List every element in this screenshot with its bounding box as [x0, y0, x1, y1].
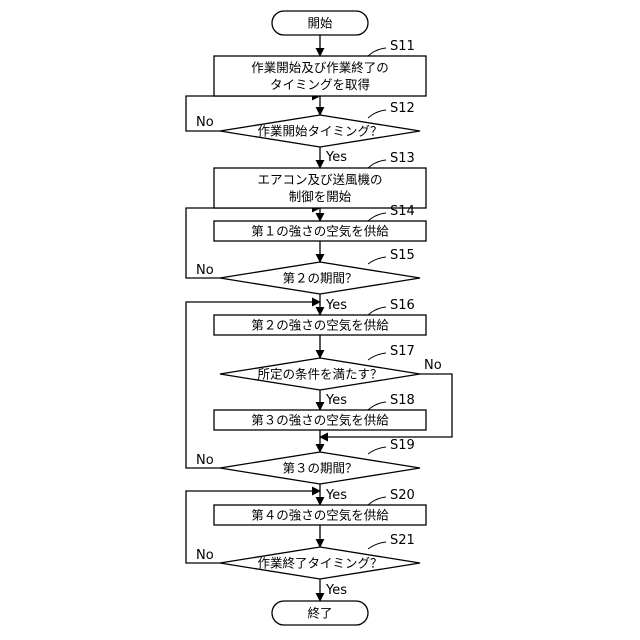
s16-text: 第２の強さの空気を供給 [251, 318, 389, 333]
s18-text: 第３の強さの空気を供給 [251, 413, 389, 428]
step-label-s14: S14 [390, 204, 415, 219]
s15-yes-label: Yes [325, 298, 347, 313]
step-label-s17: S17 [390, 344, 415, 359]
step-label-s13: S13 [390, 151, 415, 166]
end-label: 終了 [307, 606, 332, 621]
step-label-s16: S16 [390, 298, 415, 313]
s15-no-label: No [196, 263, 214, 278]
s17-yes-label: Yes [325, 393, 347, 408]
step-label-s12: S12 [390, 101, 415, 116]
process-s11: 作業開始及び作業終了の タイミングを取得 [214, 56, 426, 96]
decision-s19: 第３の期間？ [220, 452, 420, 484]
s12-no-label: No [196, 115, 214, 130]
step-label-s20: S20 [390, 488, 415, 503]
decision-s15: 第２の期間？ [220, 262, 420, 294]
process-s13: エアコン及び送風機の 制御を開始 [214, 168, 426, 208]
s17-text: 所定の条件を満たす？ [257, 367, 382, 382]
decision-s17: 所定の条件を満たす？ [220, 358, 420, 390]
step-label-s11: S11 [390, 39, 415, 54]
step-label-s19: S19 [390, 438, 415, 453]
process-s20: 第４の強さの空気を供給 [214, 505, 426, 525]
s15-text: 第２の期間？ [282, 271, 357, 286]
process-s18: 第３の強さの空気を供給 [214, 410, 426, 430]
step-label-s15: S15 [390, 248, 415, 263]
s20-text: 第４の強さの空気を供給 [251, 508, 389, 523]
s11-line-2: タイミングを取得 [270, 77, 370, 92]
s11-line-1: 作業開始及び作業終了の [251, 60, 389, 75]
s19-no-label: No [196, 453, 214, 468]
start-node: 開始 [272, 11, 368, 35]
s21-text: 作業終了タイミング？ [257, 556, 382, 571]
decision-s12: 作業開始タイミング？ [220, 115, 420, 147]
decision-s21: 作業終了タイミング？ [220, 547, 420, 579]
start-label: 開始 [307, 16, 333, 31]
s14-text: 第１の強さの空気を供給 [251, 224, 389, 239]
s19-yes-label: Yes [325, 488, 347, 503]
step-label-s21: S21 [390, 533, 415, 548]
end-node: 終了 [272, 601, 368, 625]
s12-text: 作業開始タイミング？ [257, 124, 382, 139]
s21-yes-label: Yes [325, 583, 347, 598]
s13-line-1: エアコン及び送風機の [257, 172, 382, 187]
s17-no-label: No [424, 358, 442, 373]
s13-line-2: 制御を開始 [289, 189, 352, 204]
step-label-s18: S18 [390, 393, 415, 408]
process-s14: 第１の強さの空気を供給 [214, 221, 426, 241]
s21-no-label: No [196, 548, 214, 563]
s19-text: 第３の期間？ [282, 461, 357, 476]
process-s16: 第２の強さの空気を供給 [214, 315, 426, 335]
s12-yes-label: Yes [325, 150, 347, 165]
